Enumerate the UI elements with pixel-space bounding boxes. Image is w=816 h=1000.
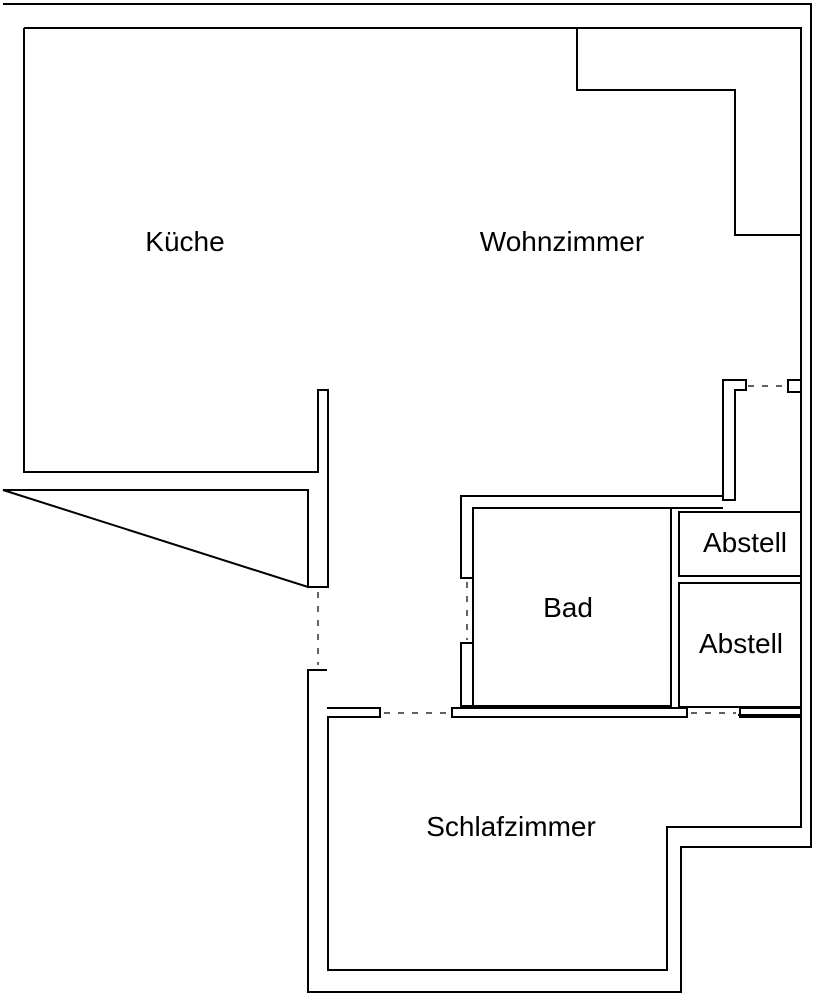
bedroom-top-wall-middle — [451, 707, 688, 718]
inner-wall-living-kitchen — [23, 27, 802, 716]
bedroom-top-wall-left — [327, 707, 381, 718]
bathroom-lower-stub — [460, 642, 474, 707]
door-stub-right — [722, 379, 747, 501]
bathroom-walls — [472, 507, 672, 707]
bedroom-inner-wall — [327, 717, 802, 971]
living-room-niche — [576, 28, 801, 236]
storage-room-1-walls — [678, 511, 802, 577]
door-stub-right-2 — [787, 379, 802, 393]
room-label-abstell-1: Abstell — [703, 527, 787, 558]
room-label-bad: Bad — [543, 592, 593, 623]
room-label-wohnzimmer: Wohnzimmer — [480, 226, 644, 257]
outer-wall — [2, 3, 812, 993]
room-label-abstell-2: Abstell — [699, 628, 783, 659]
room-label-kueche: Küche — [145, 226, 224, 257]
room-label-schlafzimmer: Schlafzimmer — [426, 811, 596, 842]
